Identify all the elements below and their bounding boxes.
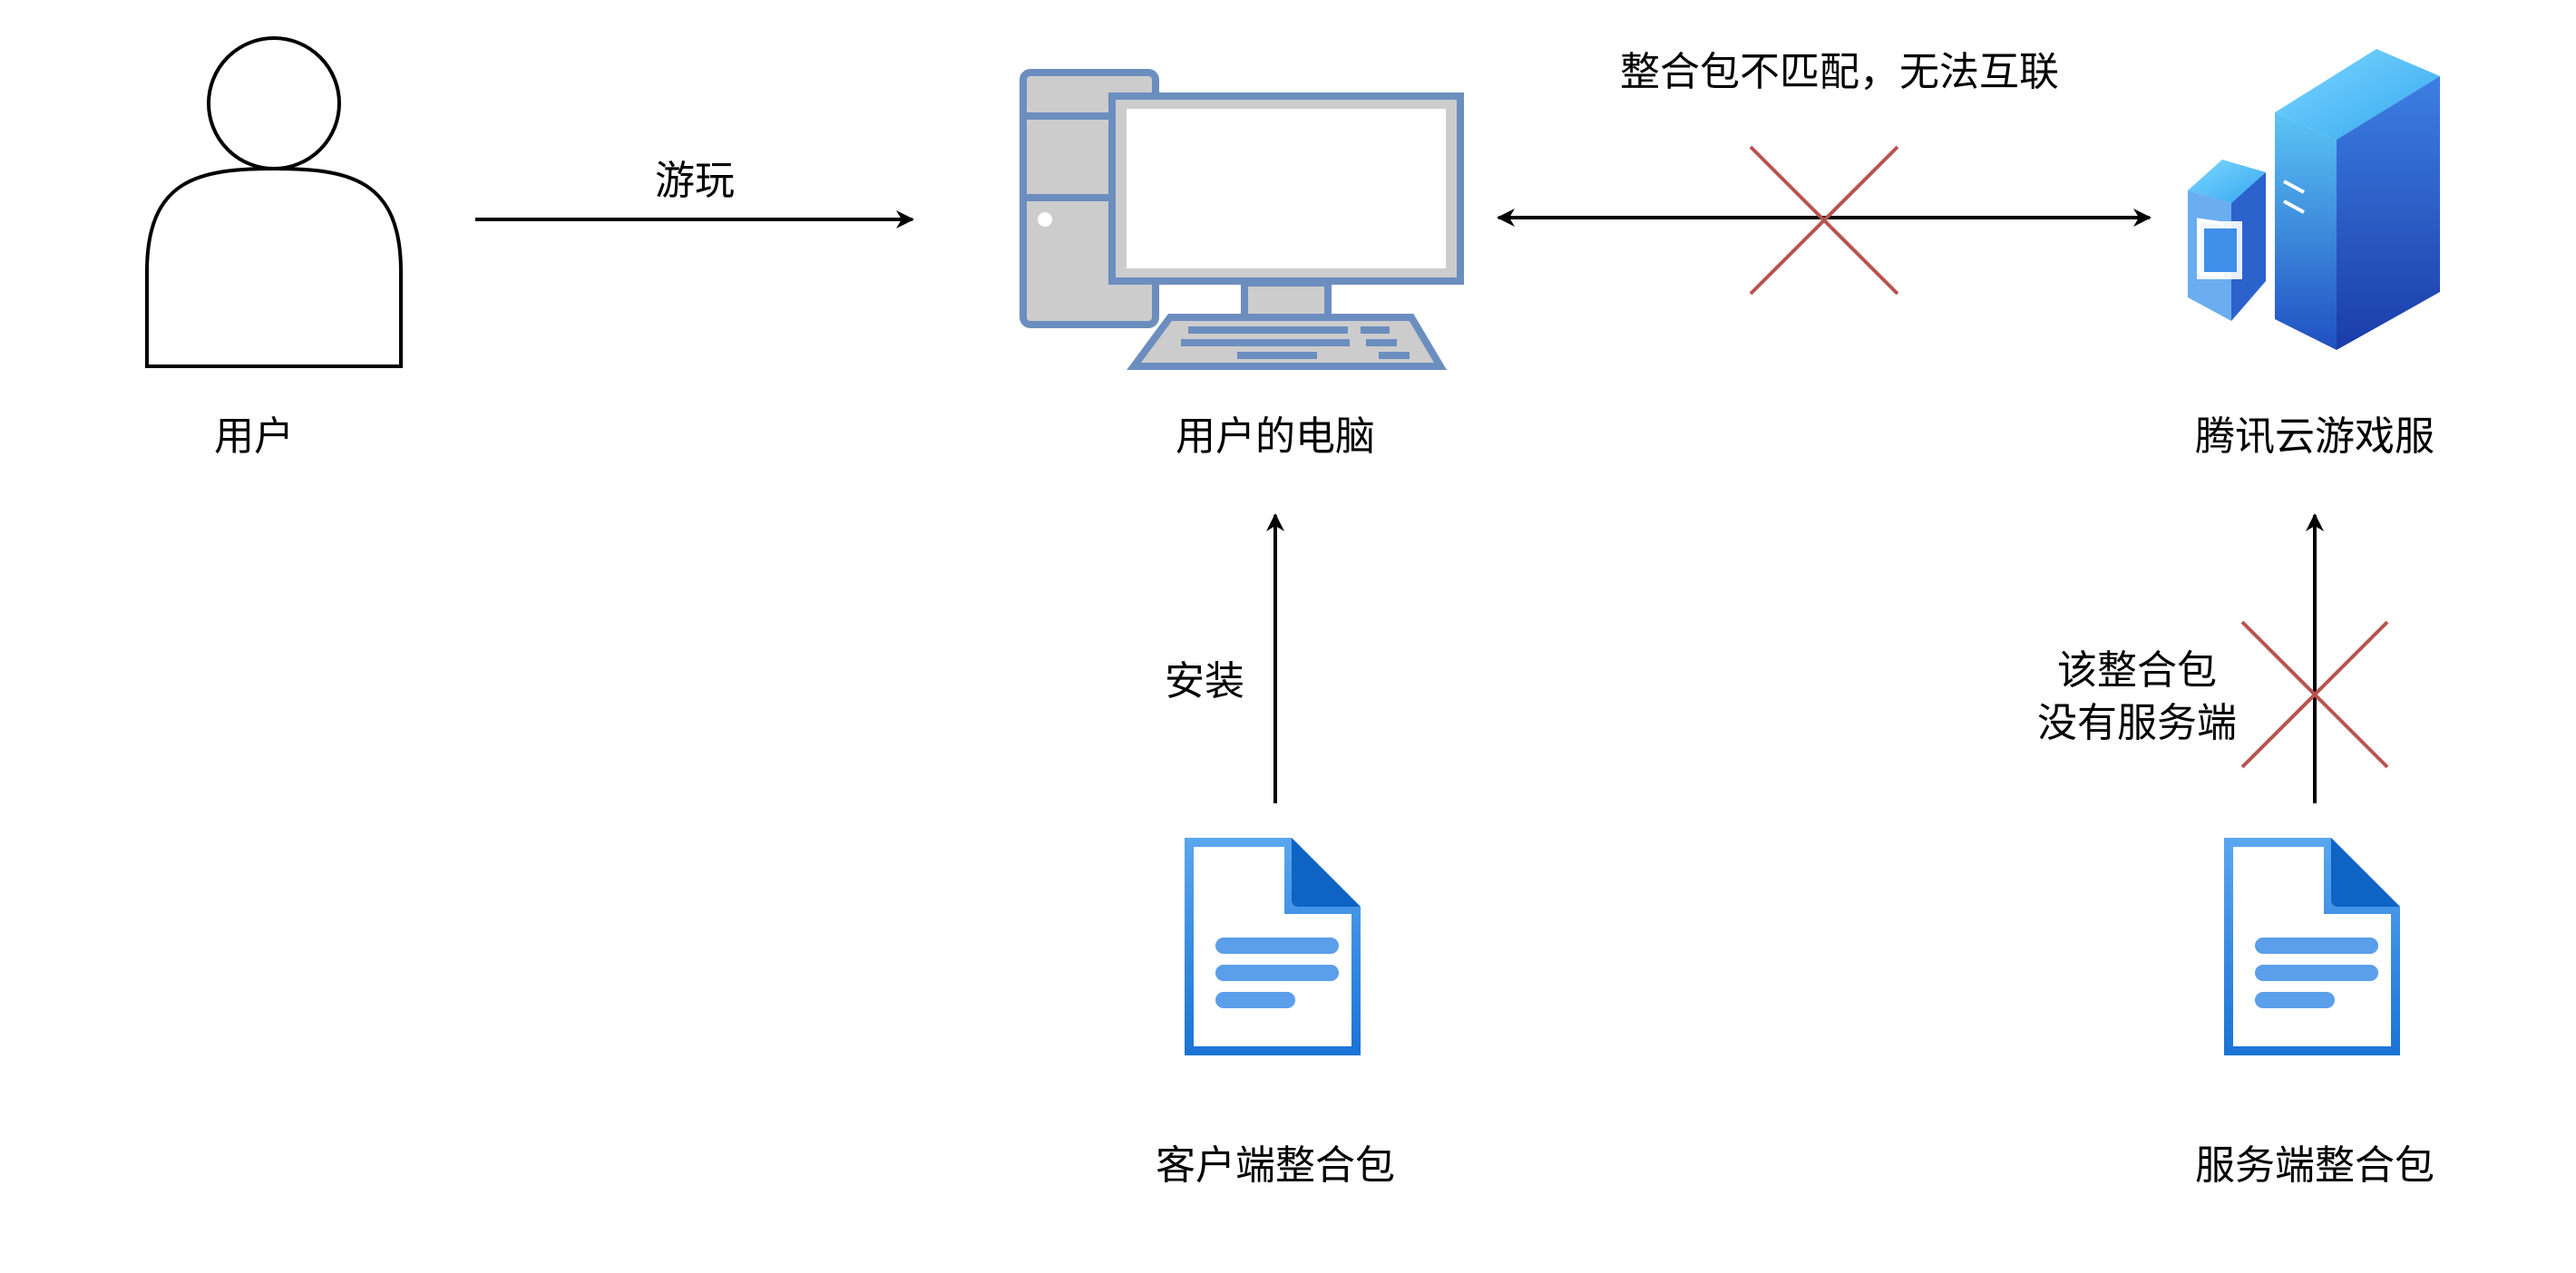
deploy-label-line-2: 没有服务端 xyxy=(2037,700,2237,746)
document-icon xyxy=(2224,838,2400,1055)
deploy-blocked-cross-icon xyxy=(2240,620,2389,769)
person-icon xyxy=(145,36,403,368)
server-node: 腾讯云游戏服 xyxy=(2188,49,2440,460)
server-pack-label: 服务端整合包 xyxy=(2195,1142,2435,1189)
client-pack-node: 客户端整合包 xyxy=(1156,838,1395,1189)
desktop-computer-icon xyxy=(1020,69,1464,370)
deploy-label-line-1: 该整合包 xyxy=(2057,647,2217,694)
play-label: 游玩 xyxy=(655,158,735,204)
link-label: 整合包不匹配，无法互联 xyxy=(1620,49,2059,95)
user-label: 用户 xyxy=(214,413,294,460)
computer-label: 用户的电脑 xyxy=(1176,413,1375,460)
deploy-edge: 该整合包 没有服务端 xyxy=(2037,513,2389,803)
user-node: 用户 xyxy=(145,36,403,460)
link-blocked-cross-icon xyxy=(1749,145,1899,296)
install-edge: 安装 xyxy=(1165,513,1284,803)
server-label: 腾讯云游戏服 xyxy=(2195,413,2435,460)
computer-node: 用户的电脑 xyxy=(1020,69,1464,460)
play-edge: 游玩 xyxy=(475,158,914,228)
server-icon xyxy=(2188,49,2440,350)
link-edge: 整合包不匹配，无法互联 xyxy=(1497,49,2152,296)
install-label: 安装 xyxy=(1165,658,1244,705)
server-pack-node: 服务端整合包 xyxy=(2195,838,2435,1189)
client-pack-label: 客户端整合包 xyxy=(1156,1142,1395,1189)
document-icon xyxy=(1185,838,1361,1055)
